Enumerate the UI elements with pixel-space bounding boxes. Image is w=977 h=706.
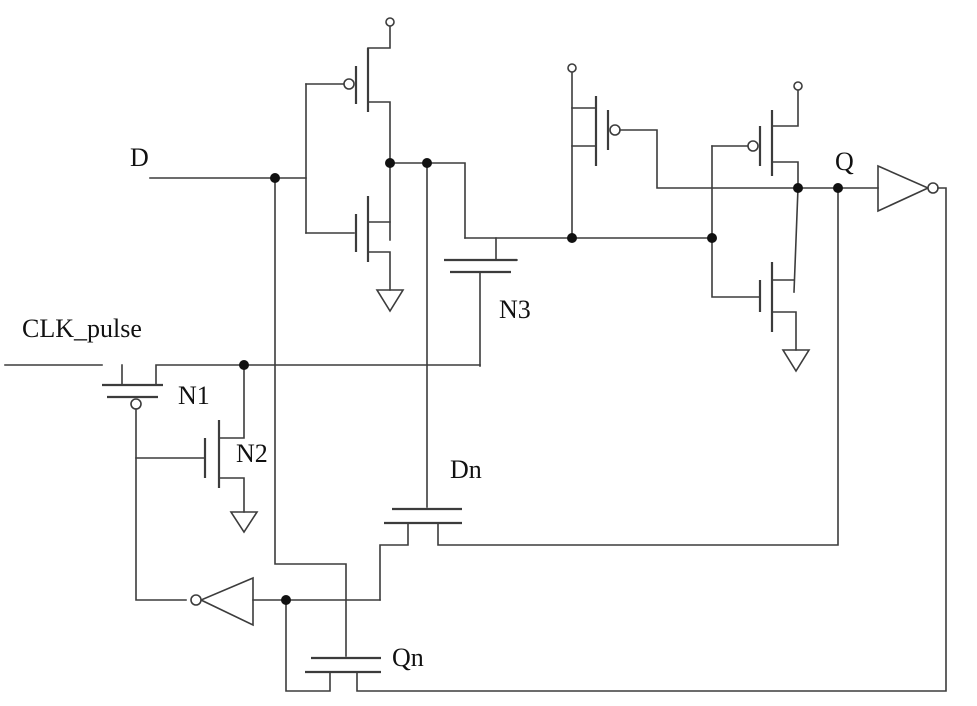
q-buffer-triangle	[877, 164, 930, 213]
junction-keeper	[567, 233, 577, 243]
qn-gate-wire	[274, 177, 347, 657]
label-d: D	[130, 143, 149, 172]
junction-lower-inv	[281, 595, 291, 605]
n2-drain-wire	[218, 364, 245, 439]
inv1-nmos-source	[367, 251, 391, 291]
inv1-drain-wire	[367, 101, 391, 241]
clock-network	[4, 364, 481, 601]
q-buffer-bubble	[927, 182, 939, 194]
label-n1: N1	[178, 381, 210, 410]
label-q: Q	[835, 147, 854, 176]
vdd-terminal-1	[385, 17, 395, 27]
junction-d	[270, 173, 280, 183]
dn-left-terminal	[379, 522, 409, 601]
inv1-pmos-gate-bubble	[343, 78, 355, 90]
label-n2: N2	[236, 439, 268, 468]
keeper-inverter	[567, 63, 839, 239]
dn-right-terminal	[437, 187, 839, 546]
output-inverter	[711, 81, 811, 373]
qb-feedback-wire	[356, 187, 947, 692]
junction-dn-tap	[422, 158, 432, 168]
label-dn: Dn	[450, 455, 482, 484]
n1-gate-bubble	[130, 398, 142, 410]
junction-q	[833, 183, 843, 193]
ground-symbol-3	[781, 349, 811, 373]
dn-transistor	[379, 162, 839, 601]
keeper-output-wire	[619, 129, 839, 189]
vdd-terminal-3	[793, 81, 803, 91]
keeper-pmos-gate-bubble	[609, 124, 621, 136]
n1-terminal-wires	[121, 364, 481, 386]
qn-left-terminal	[285, 599, 331, 692]
junction-clk	[239, 360, 249, 370]
label-qn: Qn	[392, 643, 424, 672]
lower-inverter-triangle	[199, 576, 254, 627]
ground-symbol-1	[375, 289, 405, 313]
n1-gate-wire	[135, 408, 187, 601]
inv2-drain-link	[793, 187, 799, 293]
n3-channel-wire	[464, 237, 518, 261]
qn-transistor	[274, 177, 381, 674]
inv2-pmos-gate-bubble	[747, 140, 759, 152]
lower-inverter-bubble	[190, 594, 202, 606]
inv1-output-wire	[389, 162, 466, 239]
q-buffer	[356, 164, 947, 692]
junction-dots	[239, 158, 843, 605]
junction-inv2-in	[707, 233, 717, 243]
label-clk-pulse: CLK_pulse	[22, 314, 142, 343]
inv2-gate-rail	[711, 145, 761, 298]
junction-inv1-out	[385, 158, 395, 168]
n2-source-wire	[218, 477, 245, 513]
junction-inv2-out	[793, 183, 803, 193]
inv2-nmos-source	[771, 311, 797, 351]
inv2-pmos-drain	[771, 161, 799, 189]
inv2-pmos-source	[771, 89, 799, 127]
lower-inverter	[190, 576, 381, 692]
inv1-pmos-source	[367, 25, 391, 49]
vdd-terminal-2	[567, 63, 577, 73]
input-inverter	[149, 17, 466, 313]
n3-transistor	[444, 237, 713, 367]
label-n3: N3	[499, 295, 531, 324]
ground-symbol-2	[229, 511, 259, 534]
